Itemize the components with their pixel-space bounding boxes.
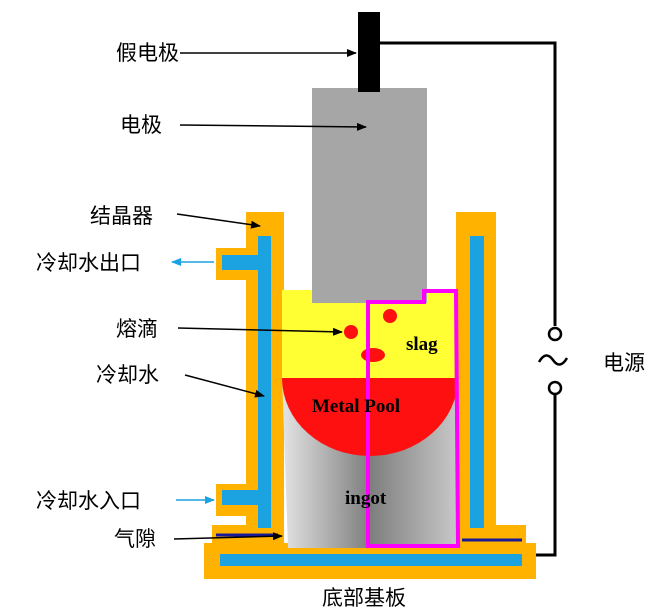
droplet xyxy=(383,309,397,323)
dummy-electrode xyxy=(358,12,380,92)
label-ingot: ingot xyxy=(345,488,387,509)
arrow xyxy=(177,327,343,336)
label-slag: slag xyxy=(406,334,438,355)
leader-arrows xyxy=(171,49,367,541)
label-cooling-water: 冷却水 xyxy=(96,363,159,387)
label-electrode: 电极 xyxy=(120,113,162,137)
arrow xyxy=(179,122,367,131)
label-dummy-electrode: 假电极 xyxy=(116,41,179,65)
mold-right-cooling-channel xyxy=(470,236,484,528)
base-plate xyxy=(204,543,536,579)
arrow xyxy=(173,532,283,541)
label-cooling-water-outlet: 冷却水出口 xyxy=(36,251,141,275)
mold-right-wall xyxy=(456,212,526,548)
droplet xyxy=(361,348,385,362)
label-base-plate: 底部基板 xyxy=(322,586,406,610)
label-air-gap: 气隙 xyxy=(114,527,156,551)
label-mold: 结晶器 xyxy=(90,204,153,228)
electrode xyxy=(312,88,427,303)
terminal xyxy=(547,326,563,342)
arrow xyxy=(184,374,265,398)
label-cooling-water-inlet: 冷却水入口 xyxy=(36,489,141,513)
label-metal-pool: Metal Pool xyxy=(312,396,400,417)
power-circuit xyxy=(380,41,569,557)
arrow xyxy=(176,213,261,229)
mold-left-cooling-channel xyxy=(222,236,271,528)
terminal xyxy=(547,380,563,396)
ac-sine-icon xyxy=(537,354,569,366)
droplet xyxy=(344,325,358,339)
label-power-supply: 电源 xyxy=(603,351,645,375)
highlight-box xyxy=(366,289,461,548)
label-droplet: 熔滴 xyxy=(116,317,158,341)
